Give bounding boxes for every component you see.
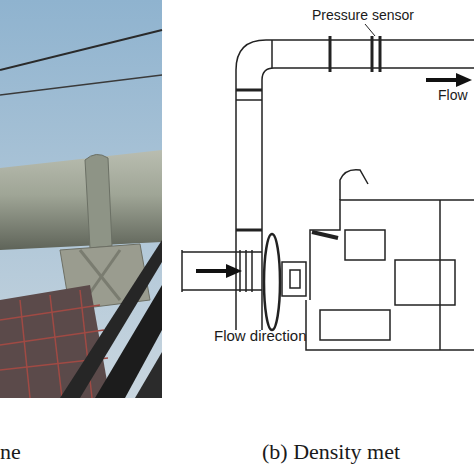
pipe-joint [236, 99, 262, 101]
inlet-ring [251, 250, 253, 292]
subfigure-caption: (b) Density met [262, 440, 400, 464]
photo-railing-mesh [0, 290, 108, 398]
flow-arrow [426, 78, 458, 82]
engine-component [345, 230, 385, 260]
inlet-ring [245, 250, 247, 292]
pipe-inner-wall [262, 68, 474, 330]
flow-arrow-head [456, 73, 472, 87]
sensor-ring [379, 36, 382, 72]
inlet-end [181, 250, 183, 292]
engine-component [395, 260, 455, 305]
subfigure-caption: ne [0, 440, 21, 464]
photo-pipe [0, 150, 162, 250]
flow-label: Flow direction [214, 328, 307, 345]
photo-dark-pipe [60, 240, 162, 398]
photo-pipe-clamp [85, 154, 112, 248]
pipe-joint [236, 89, 262, 92]
photo-cable [0, 30, 162, 70]
meter-disc [264, 234, 280, 330]
flow-arrow [196, 269, 228, 273]
engine-base [306, 300, 474, 350]
flow-label: Flow [438, 88, 468, 103]
pipe-outer-wall [236, 40, 474, 330]
pipe-flange [329, 36, 332, 72]
engine-intake [340, 170, 368, 200]
photo-cable [0, 75, 162, 95]
meter-hub [282, 262, 306, 296]
engine-edge [439, 200, 441, 350]
engine-strap [312, 232, 338, 238]
inlet-pipe [182, 252, 262, 290]
site-photo [0, 0, 162, 398]
meter-schematic [182, 24, 474, 350]
meter-hub-core [290, 270, 300, 288]
engine-housing [310, 200, 474, 300]
sensor-leader [365, 24, 375, 36]
pipe-joint [271, 40, 273, 68]
flow-arrows [196, 73, 472, 278]
photo-walkway [0, 285, 110, 398]
flow-arrow-head [226, 264, 242, 278]
photo-sky [0, 0, 162, 398]
engine-component [320, 310, 390, 340]
sensor-label: Pressure sensor [312, 8, 414, 23]
photo-dark-pipe [135, 352, 162, 398]
sensor-ring [371, 36, 374, 72]
pipe-joint [236, 229, 262, 232]
